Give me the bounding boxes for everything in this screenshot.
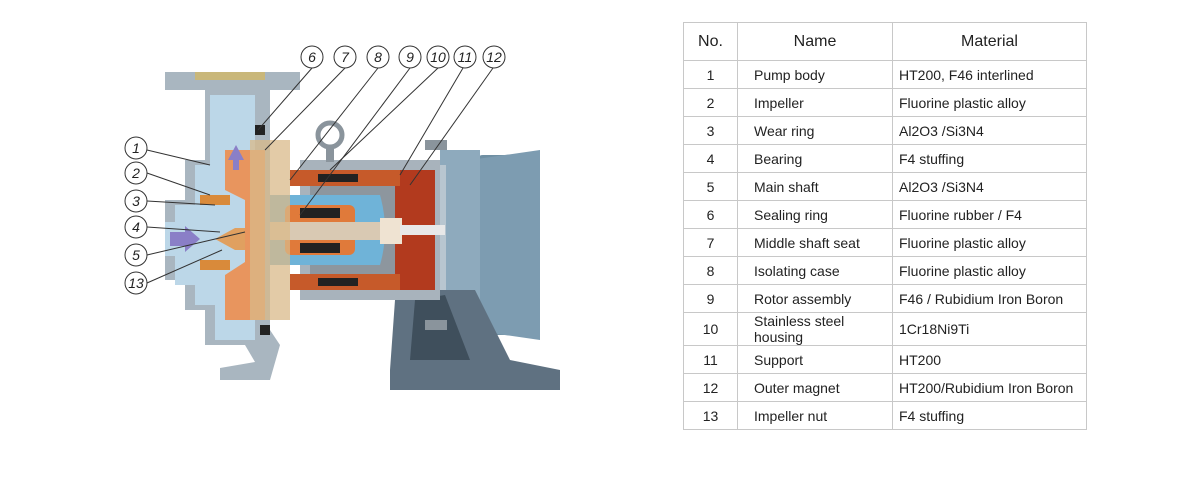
cell-material: HT200, F46 interlined (892, 60, 1087, 89)
callout-3: 3 (124, 189, 148, 213)
cell-name: Impeller (737, 88, 893, 117)
svg-text:11: 11 (458, 49, 473, 65)
svg-text:5: 5 (132, 247, 140, 263)
header-name: Name (737, 22, 893, 61)
eye-bolt (315, 120, 345, 162)
cell-name: Impeller nut (737, 401, 893, 430)
callout-6: 6 (300, 45, 324, 69)
svg-text:7: 7 (341, 49, 350, 65)
cell-no: 9 (683, 284, 738, 313)
cell-material: Fluorine plastic alloy (892, 88, 1087, 117)
cell-material: Fluorine plastic alloy (892, 228, 1087, 257)
callout-13: 13 (124, 271, 148, 295)
middle-shaft-seat (250, 125, 290, 335)
cell-name: Middle shaft seat (737, 228, 893, 257)
cell-name: Main shaft (737, 172, 893, 201)
cell-no: 12 (683, 373, 738, 402)
callout-12: 12 (482, 45, 506, 69)
svg-text:8: 8 (374, 49, 382, 65)
svg-text:10: 10 (430, 49, 446, 65)
svg-text:1: 1 (132, 140, 140, 156)
cell-no: 8 (683, 256, 738, 285)
cell-material: F4 stuffing (892, 144, 1087, 173)
svg-text:13: 13 (128, 275, 144, 291)
cell-name: Wear ring (737, 116, 893, 145)
cell-name: Stainless steel housing (737, 312, 893, 346)
callouts-left: 1 2 3 4 5 13 (124, 136, 148, 295)
callout-4: 4 (124, 215, 148, 239)
pump-cross-section-diagram: 1 2 3 4 5 13 6 7 8 9 10 11 12 (124, 45, 560, 390)
cell-no: 3 (683, 116, 738, 145)
callout-11: 11 (453, 45, 477, 69)
callout-7: 7 (333, 45, 357, 69)
callout-1: 1 (124, 136, 148, 160)
cell-material: 1Cr18Ni9Ti (892, 312, 1087, 346)
callout-8: 8 (366, 45, 390, 69)
cell-material: HT200 (892, 345, 1087, 374)
inlet-channel (165, 145, 244, 256)
cell-no: 7 (683, 228, 738, 257)
cell-name: Rotor assembly (737, 284, 893, 313)
cell-material: F4 stuffing (892, 401, 1087, 430)
cell-name: Isolating case (737, 256, 893, 285)
callout-5: 5 (124, 243, 148, 267)
svg-text:2: 2 (131, 165, 140, 181)
cell-name: Sealing ring (737, 200, 893, 229)
cell-no: 6 (683, 200, 738, 229)
outer-magnet (290, 170, 400, 290)
cell-material: HT200/Rubidium Iron Boron (892, 373, 1087, 402)
callouts-top: 6 7 8 9 10 11 12 (300, 45, 506, 69)
cell-material: F46 / Rubidium Iron Boron (892, 284, 1087, 313)
cell-no: 1 (683, 60, 738, 89)
cell-material: Fluorine plastic alloy (892, 256, 1087, 285)
cell-no: 13 (683, 401, 738, 430)
cell-name: Pump body (737, 60, 893, 89)
svg-text:9: 9 (406, 49, 414, 65)
cell-name: Outer magnet (737, 373, 893, 402)
callout-10: 10 (426, 45, 450, 69)
callout-9: 9 (398, 45, 422, 69)
svg-text:6: 6 (308, 49, 316, 65)
header-no: No. (683, 22, 738, 61)
svg-text:3: 3 (132, 193, 140, 209)
svg-text:4: 4 (132, 219, 140, 235)
cell-no: 5 (683, 172, 738, 201)
cell-material: Fluorine rubber / F4 (892, 200, 1087, 229)
cell-material: Al2O3 /Si3N4 (892, 172, 1087, 201)
cell-material: Al2O3 /Si3N4 (892, 116, 1087, 145)
cell-name: Bearing (737, 144, 893, 173)
leader-lines (146, 67, 494, 284)
svg-text:12: 12 (486, 49, 502, 65)
cell-no: 10 (683, 312, 738, 346)
cell-name: Support (737, 345, 893, 374)
bolts (425, 140, 447, 330)
table-header-row: No. Name Material (683, 22, 1087, 61)
cell-no: 11 (683, 345, 738, 374)
callout-2: 2 (124, 161, 148, 185)
cell-no: 2 (683, 88, 738, 117)
cell-no: 4 (683, 144, 738, 173)
header-material: Material (892, 22, 1087, 61)
